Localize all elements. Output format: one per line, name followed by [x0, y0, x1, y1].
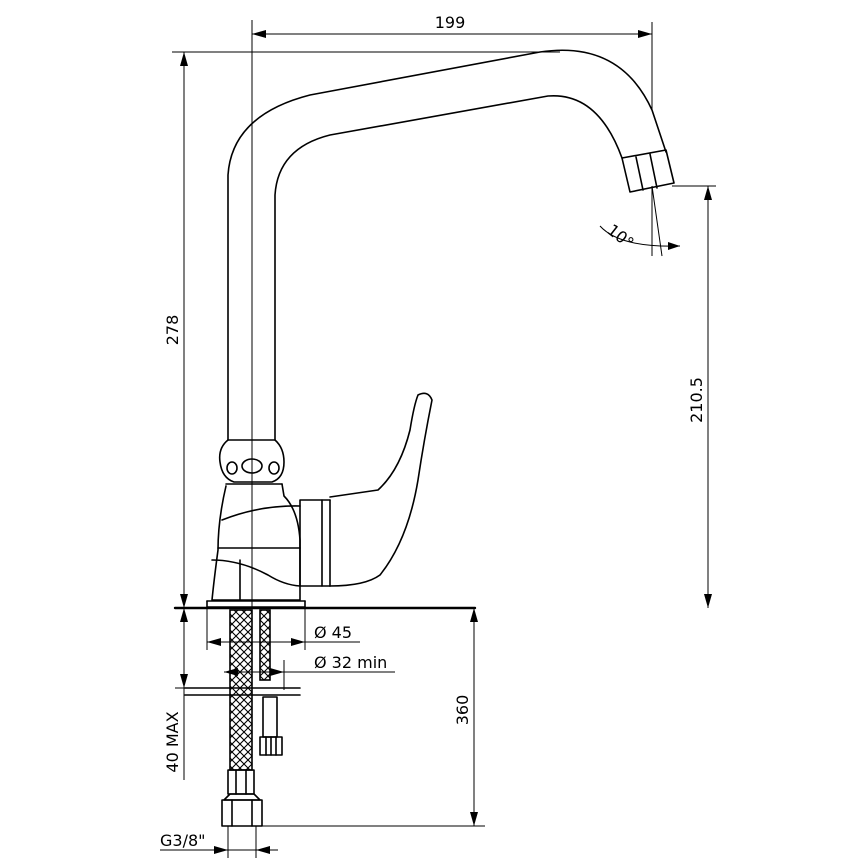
- swivel-collar: [218, 439, 285, 485]
- dim-angle-10: 10°: [599, 185, 681, 257]
- lever-handle: [329, 392, 433, 587]
- spout-inner-contour: [274, 95, 623, 441]
- dim-angle-10-label: 10°: [604, 220, 638, 252]
- flex-hose-left: [229, 609, 253, 771]
- dim-base-diameter: Ø 45: [206, 608, 360, 650]
- dim-height-278-label: 278: [163, 315, 182, 346]
- flex-hose-right: [259, 609, 271, 681]
- dim-deck-thickness-label: 40 MAX: [163, 711, 182, 772]
- cartridge-housing: [299, 499, 331, 587]
- mixer-body: [206, 483, 306, 608]
- dim-deck-thickness: 40 MAX: [163, 608, 230, 780]
- dim-hose-length-label: 360: [453, 695, 472, 726]
- dim-hole-diameter-label: Ø 32 min: [314, 653, 387, 672]
- spout-outer-contour: [227, 49, 667, 441]
- dim-height-278: 278: [163, 51, 560, 608]
- under-deck: [173, 606, 477, 827]
- dim-hole-diameter: Ø 32 min: [224, 653, 395, 690]
- spout-aerator: [621, 149, 675, 193]
- dim-base-diameter-label: Ø 45: [314, 623, 352, 642]
- dim-width-199-label: 199: [435, 13, 466, 32]
- dim-width-199: 199: [251, 13, 653, 608]
- dim-thread-label: G3/8": [160, 831, 206, 850]
- dim-thread: G3/8": [160, 826, 278, 858]
- hose-connector: [221, 799, 263, 827]
- dim-hose-length: 360: [262, 608, 485, 827]
- faucet-body: [206, 49, 675, 608]
- dim-spout-height: 210.5: [672, 185, 716, 608]
- dim-spout-height-label: 210.5: [687, 377, 706, 423]
